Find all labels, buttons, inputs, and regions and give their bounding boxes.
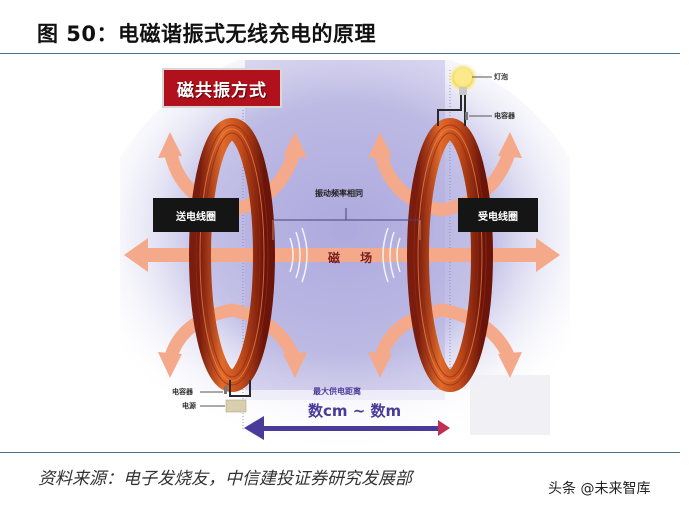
frequency-label: 振动频率相同 [315,189,363,198]
bulb-label: 灯泡 [494,73,508,81]
power-source-label: 电源 [182,402,196,410]
watermark: 头条 @未来智库 [548,481,651,497]
diagram-graphic [120,60,570,450]
figure-title: 图 50：电磁谐振式无线充电的原理 [37,22,377,46]
distance-title: 最大供电距离 [313,387,361,396]
receive-coil-label: 受电线圈 [458,198,538,232]
mode-label: 磁共振方式 [162,68,282,108]
magnetic-field-label: 磁 场 [328,251,381,265]
transmit-coil-label: 送电线圈 [153,198,239,232]
rx-capacitor-label: 电容器 [494,112,515,120]
source-note: 资料来源：电子发烧友，中信建投证券研究发展部 [38,469,412,489]
distance-value: 数cm ~ 数m [308,402,402,420]
tx-capacitor-label: 电容器 [172,388,193,396]
resonance-diagram: 磁共振方式 送电线圈 受电线圈 振动频率相同 磁 场 灯泡 电容器 电容器 电源… [120,60,570,450]
title-divider [0,53,680,54]
source-divider [0,452,680,453]
